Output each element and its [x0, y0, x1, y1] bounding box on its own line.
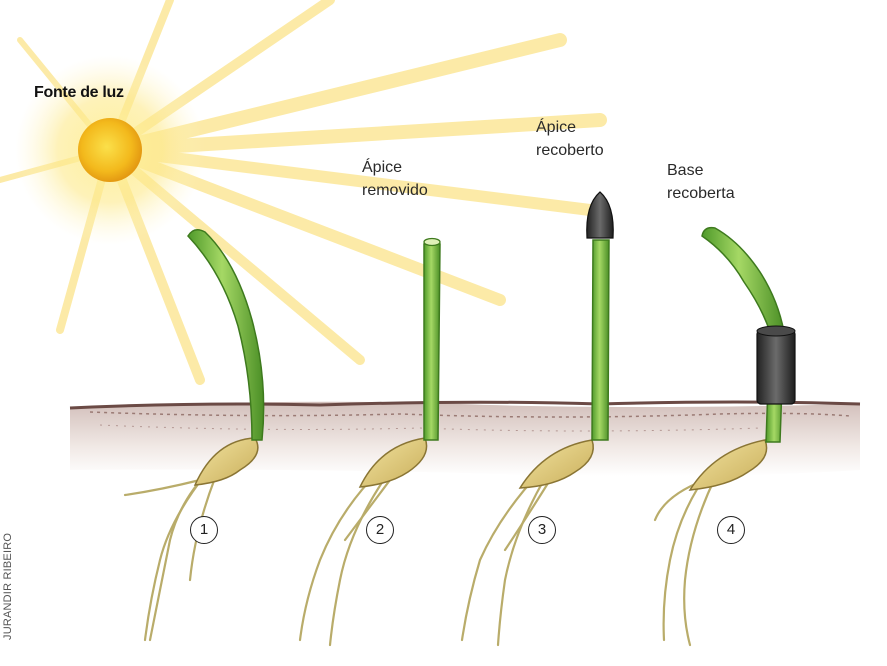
seedling-number-1: 1	[190, 516, 218, 544]
tip-removed-label-line2: removido	[362, 180, 428, 201]
seedling-number-3: 3	[528, 516, 556, 544]
illustrator-credit: JURANDIR RIBEIRO	[2, 500, 16, 640]
tip-covered-label-line1: Ápice	[536, 117, 576, 138]
seedling-number-4: 4	[717, 516, 745, 544]
base-cover	[757, 330, 795, 404]
tip-removed-label-line1: Ápice	[362, 157, 402, 178]
sun	[78, 118, 142, 182]
sun-rays	[0, 0, 600, 380]
base-covered-label-line1: Base	[667, 160, 703, 181]
seedling-number-2: 2	[366, 516, 394, 544]
tip-cover	[587, 192, 613, 238]
light-source-label: Fonte de luz	[34, 82, 124, 103]
base-covered-label-line2: recoberta	[667, 183, 735, 204]
tip-covered-label-line2: recoberto	[536, 140, 604, 161]
